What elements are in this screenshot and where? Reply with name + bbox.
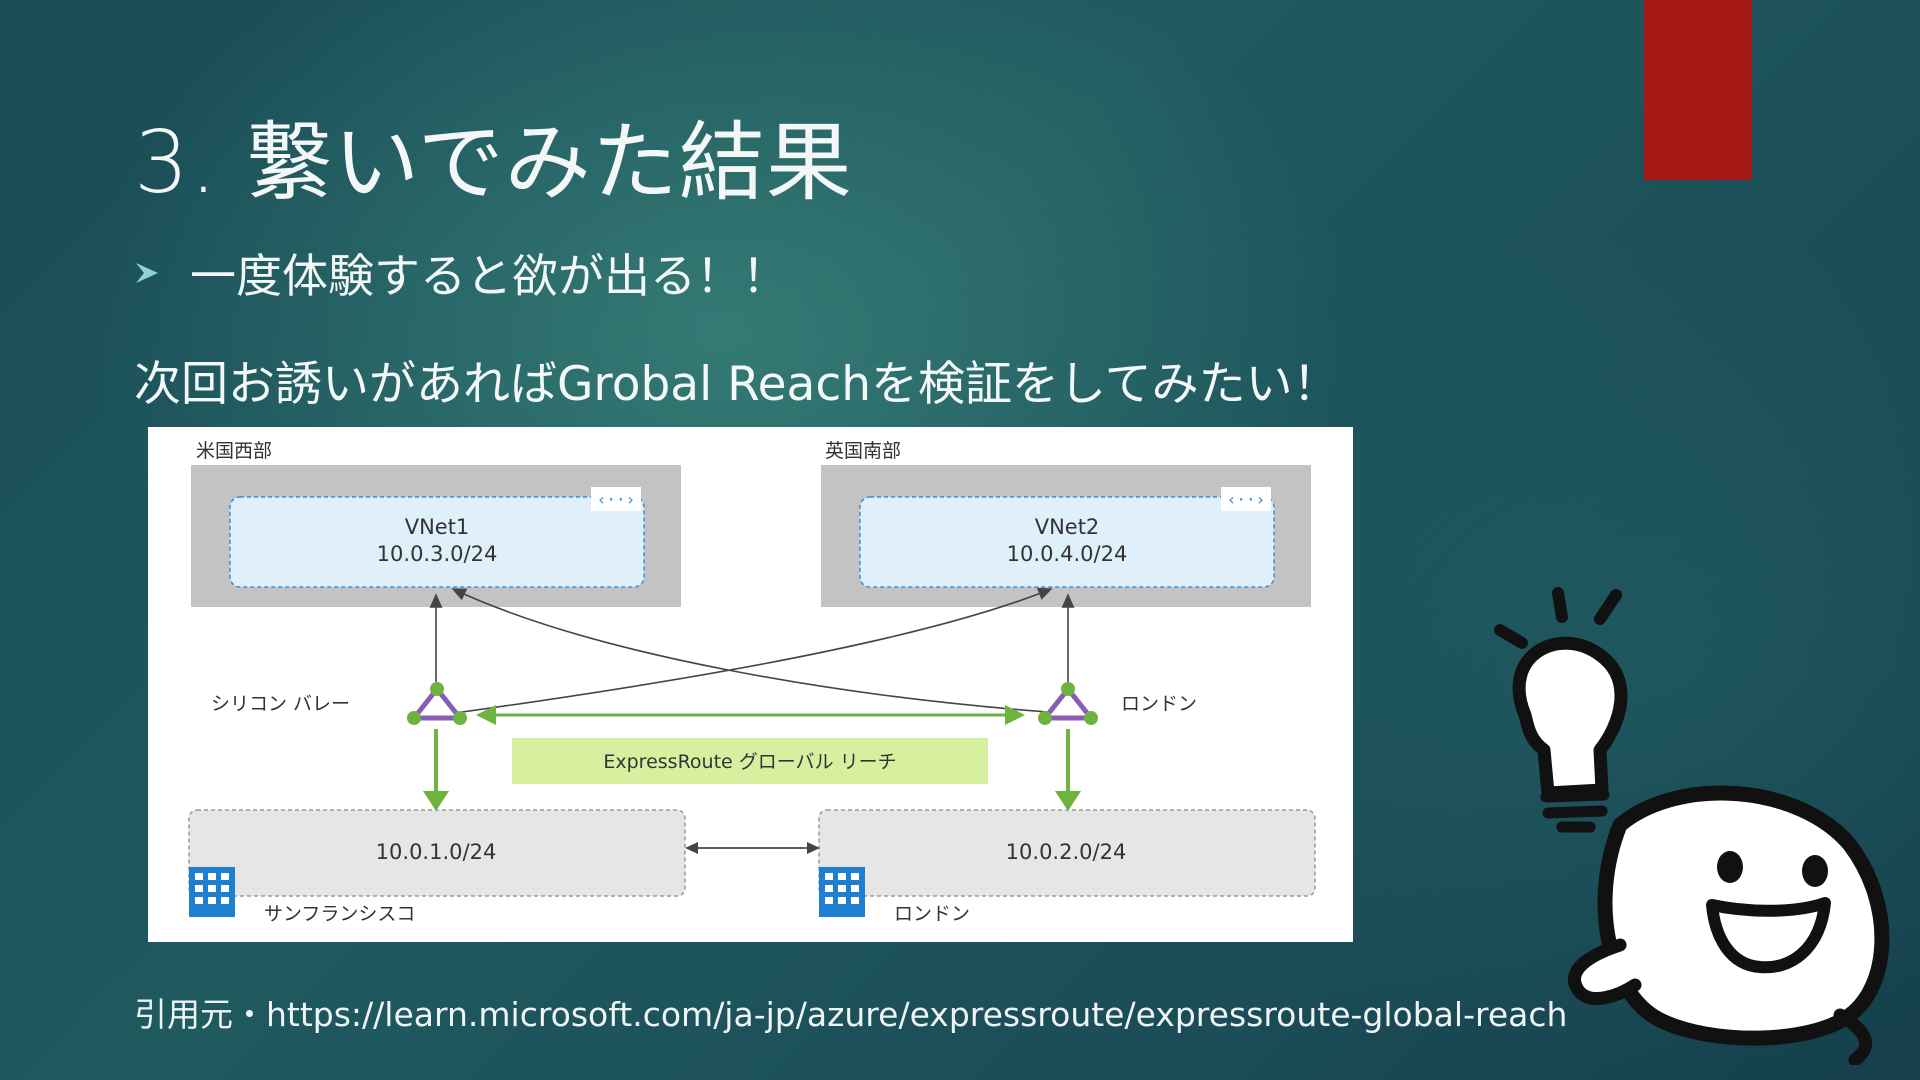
slide-title: 3. 繋いでみた結果: [134, 113, 853, 213]
vnet-icon: ‹··›: [591, 487, 641, 511]
vnet-box-left: [229, 496, 645, 588]
lightbulb-mascot-icon: [1494, 587, 1890, 1065]
subline-text: 次回お誘いがあればGrobal Reachを検証をしてみたい！: [134, 357, 1340, 412]
global-reach-label: ExpressRoute グローバル リーチ: [603, 751, 896, 773]
onprem-right-cidr: 10.0.2.0/24: [1006, 840, 1127, 864]
onprem-box-left: [188, 809, 686, 897]
bullet-item: 一度体験すると欲が出る！！: [134, 240, 788, 306]
peering-right-label: ロンドン: [1121, 693, 1197, 715]
svg-text:‹··›: ‹··›: [597, 490, 636, 509]
building-icon: [189, 867, 235, 917]
onprem-box-right: [818, 809, 1316, 897]
accent-bar: [1644, 0, 1752, 180]
router-icon: [1038, 682, 1098, 725]
expressroute-diagram: 米国西部 英国南部 ‹··› ‹··› VNet1 10.0.3.0/24 VN…: [148, 427, 1353, 942]
vnet-icon: ‹··›: [1221, 487, 1271, 511]
peering-left-label: シリコン バレー: [211, 693, 350, 715]
vnet-right-cidr: 10.0.4.0/24: [1007, 542, 1128, 566]
vnet-right-name: VNet2: [1035, 515, 1100, 539]
region-right-label: 英国南部: [825, 440, 901, 462]
svg-text:‹··›: ‹··›: [1227, 490, 1266, 509]
router-icon: [407, 682, 467, 725]
vnet-box-right: [859, 496, 1275, 588]
onprem-right-label: ロンドン: [894, 903, 970, 925]
citation-text: 引用元・https://learn.microsoft.com/ja-jp/az…: [134, 995, 1568, 1034]
bullet-text: 一度体験すると欲が出る！！: [190, 249, 788, 303]
onprem-left-label: サンフランシスコ: [264, 903, 415, 925]
building-icon: [819, 867, 865, 917]
global-reach-box: [512, 738, 988, 784]
region-left-label: 米国西部: [196, 440, 272, 462]
vnet-left-name: VNet1: [405, 515, 470, 539]
vnet-left-cidr: 10.0.3.0/24: [377, 542, 498, 566]
onprem-left-cidr: 10.0.1.0/24: [376, 840, 497, 864]
arrow-bullet-icon: [136, 263, 158, 283]
